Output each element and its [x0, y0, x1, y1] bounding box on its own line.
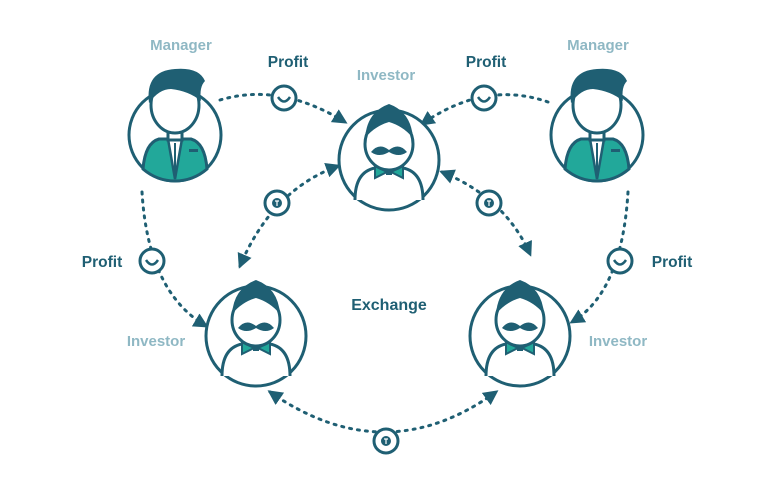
manager-right-label: Manager: [567, 37, 629, 54]
manager-left-label: Manager: [150, 37, 212, 54]
investor-top-avatar: [339, 104, 439, 210]
investor-left-label: Investor: [127, 333, 186, 350]
profit-label-top-left: Profit: [268, 54, 308, 71]
token-coin-icon-right: [477, 191, 501, 215]
investor-right-label: Investor: [589, 333, 648, 350]
exchange-label: Exchange: [351, 297, 427, 314]
profit-label-right: Profit: [652, 254, 692, 271]
profit-coin-icon-right: [608, 249, 632, 273]
connector-investor-top-to-investor-left: [240, 166, 338, 266]
profit-coin-icon-left: [140, 249, 164, 273]
manager-right-avatar: [551, 69, 643, 181]
manager-left-avatar: [129, 69, 221, 181]
profit-coin-icon-top-right: [472, 86, 496, 110]
connector-investor-left-to-investor-right: [270, 392, 496, 432]
investor-top-label: Investor: [357, 67, 416, 84]
investor-right-avatar: [470, 280, 570, 386]
token-coin-icon-bottom: [374, 429, 398, 453]
profit-coin-icon-top-left: [272, 86, 296, 110]
profit-label-top-right: Profit: [466, 54, 506, 71]
investor-left-avatar: [206, 280, 306, 386]
token-coin-icon-left: [265, 191, 289, 215]
profit-label-left: Profit: [82, 254, 122, 271]
